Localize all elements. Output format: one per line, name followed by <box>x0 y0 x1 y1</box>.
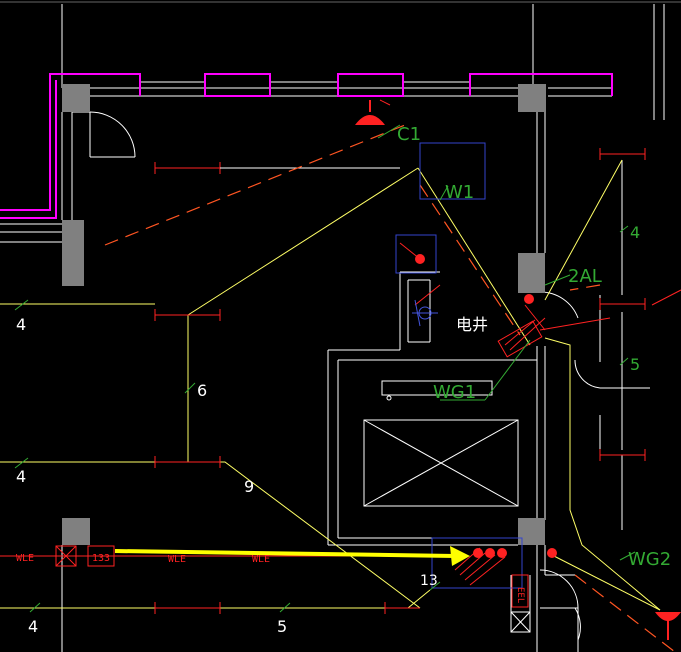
equipment-symbols <box>55 99 681 640</box>
column-bottom-left <box>62 518 90 545</box>
label-4-left-lower: 4 <box>16 467 26 486</box>
column-top-right <box>518 84 546 112</box>
red-dimension-segments <box>154 148 681 614</box>
label-wg1: WG1 <box>433 382 476 403</box>
lamp-c1-icon <box>355 99 391 125</box>
label-2al: 2AL <box>568 266 602 287</box>
highlight-arrow-icon <box>114 546 470 566</box>
column-left-mid <box>62 220 84 286</box>
column-right-mid <box>518 253 545 293</box>
label-panel-133: 133 <box>92 553 110 564</box>
label-4-bottom: 4 <box>28 617 38 636</box>
label-wle-1: WLE <box>16 553 34 564</box>
box-bottom-device <box>431 537 523 589</box>
bottom-device-cluster-icon <box>454 547 557 586</box>
label-riser-eel: EEL <box>515 587 525 603</box>
label-5-right: 5 <box>630 355 640 374</box>
label-wle-3: WLE <box>252 554 270 565</box>
device-boxes <box>395 142 523 589</box>
label-c1: C1 <box>397 124 421 145</box>
box-w1 <box>419 142 486 200</box>
dashed-route <box>104 124 676 652</box>
labels: C1 W1 2AL WG1 WG2 电井 4 5 6 9 4 4 4 5 13 … <box>16 124 671 636</box>
panel-2al-dot <box>524 294 534 304</box>
small-blue-symbol-icon <box>412 299 438 327</box>
label-w1: W1 <box>445 182 474 203</box>
label-6: 6 <box>197 381 207 400</box>
label-13: 13 <box>420 573 438 589</box>
label-wle-2: WLE <box>168 554 186 565</box>
column-top-left <box>62 84 90 112</box>
walls <box>0 4 665 652</box>
tag-leaders <box>14 124 636 613</box>
label-wg2: WG2 <box>628 549 671 570</box>
box-shaft-device <box>395 234 437 274</box>
panel-2al-icon <box>497 304 611 358</box>
cable-runs <box>0 159 661 611</box>
label-electric-shaft: 电井 <box>456 315 488 334</box>
label-4-left-upper: 4 <box>16 315 26 334</box>
riser-tag-box <box>511 574 529 608</box>
label-9: 9 <box>244 477 254 496</box>
label-5-bottom: 5 <box>277 617 287 636</box>
magenta-window-frames <box>0 73 613 219</box>
lamp-bottom-right-icon <box>655 612 681 640</box>
label-4-right: 4 <box>630 223 640 242</box>
